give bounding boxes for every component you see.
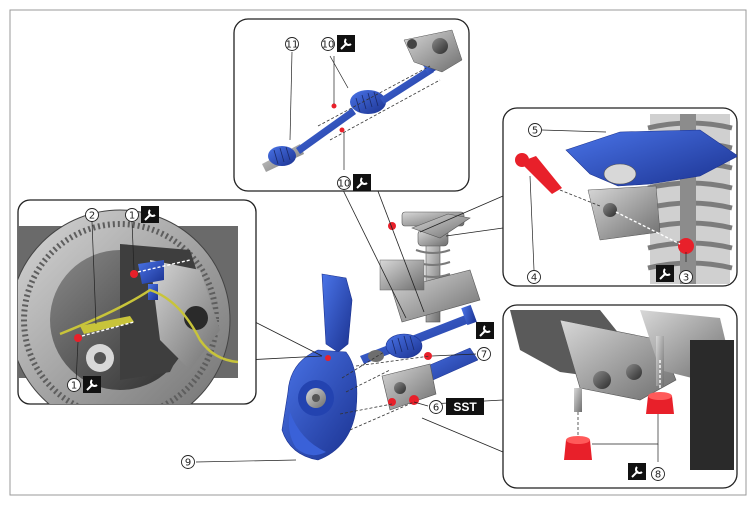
- svg-text:2: 2: [89, 211, 95, 222]
- panel-lower-arm: [502, 304, 738, 489]
- sst-badge: SST: [446, 398, 484, 415]
- svg-text:8: 8: [655, 470, 661, 481]
- svg-text:1: 1: [129, 211, 135, 222]
- svg-text:5: 5: [532, 126, 538, 137]
- callout-10-top: 10: [321, 35, 355, 52]
- wrench-icon: [628, 463, 646, 480]
- panel-upper-arm: [502, 107, 738, 287]
- callout-8: 8: [628, 463, 665, 481]
- callout-7: 7: [476, 322, 494, 361]
- wrench-icon: [141, 206, 159, 223]
- callout-10-bottom: 10: [337, 174, 371, 191]
- svg-text:9: 9: [185, 458, 191, 469]
- callout-9: 9: [181, 455, 195, 469]
- callout-11: 11: [285, 37, 299, 51]
- wrench-icon: [476, 322, 494, 339]
- center-assembly: [281, 211, 481, 461]
- svg-text:7: 7: [481, 350, 487, 361]
- svg-text:3: 3: [683, 273, 689, 284]
- callouts: 11 10 10 2 1: [67, 35, 693, 481]
- outer-frame: [9, 9, 747, 496]
- svg-text:1: 1: [71, 381, 77, 392]
- svg-text:10: 10: [322, 40, 335, 51]
- callout-3: 3: [656, 265, 693, 284]
- wrench-icon: [337, 35, 355, 52]
- svg-text:4: 4: [531, 273, 537, 284]
- svg-text:11: 11: [286, 40, 299, 51]
- panel-brake-hose: [17, 199, 257, 405]
- callout-1-bottom: 1: [67, 376, 101, 393]
- callout-6: 6 SST: [429, 398, 484, 415]
- wrench-icon: [353, 174, 371, 191]
- svg-text:6: 6: [433, 403, 439, 414]
- wrench-icon: [83, 376, 101, 393]
- svg-text:10: 10: [338, 179, 351, 190]
- wrench-icon: [656, 265, 674, 282]
- panel-drive-shaft: [233, 18, 470, 192]
- callout-5: 5: [528, 123, 542, 137]
- callout-1-top: 1: [125, 206, 159, 223]
- svg-text:SST: SST: [453, 400, 477, 414]
- callout-2: 2: [85, 208, 99, 222]
- callout-4: 4: [527, 270, 541, 284]
